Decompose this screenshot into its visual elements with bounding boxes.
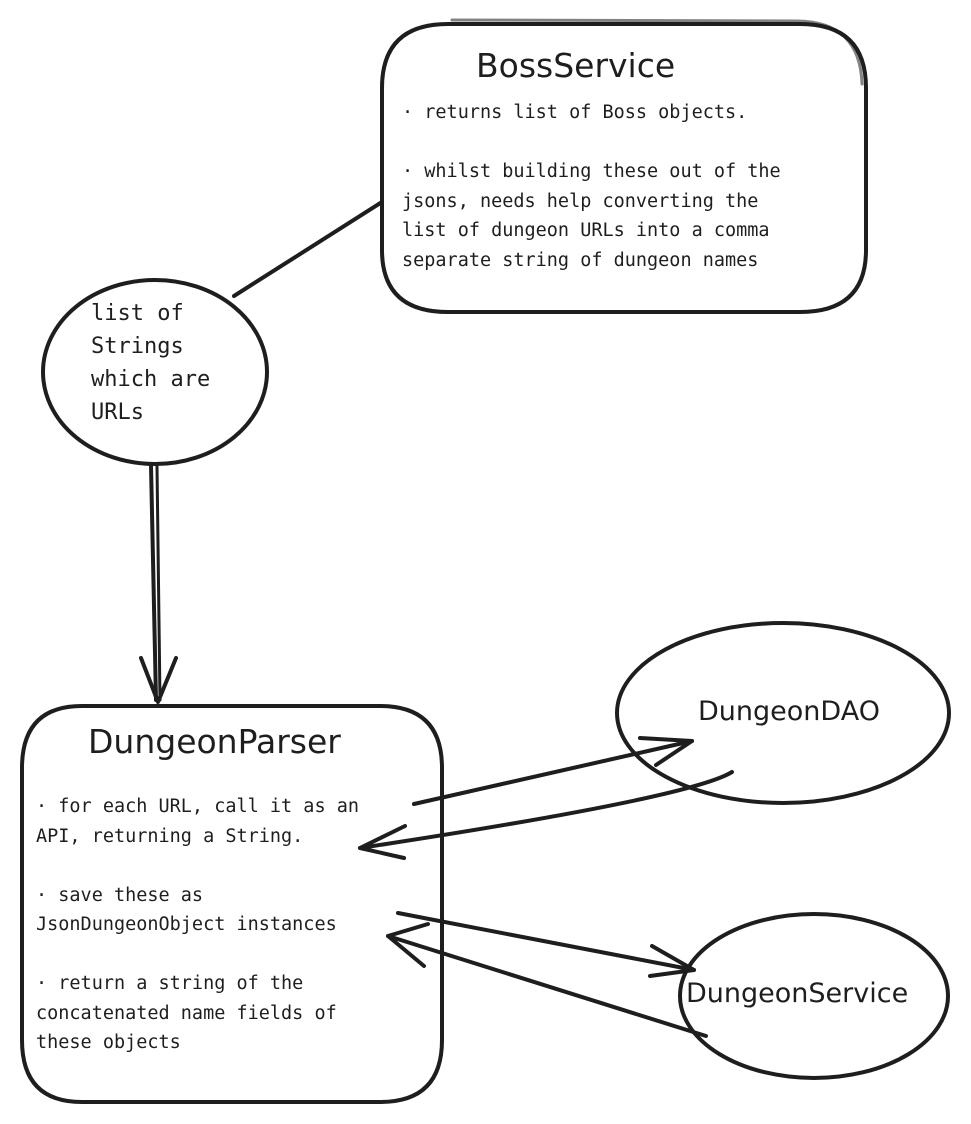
boss-service-line-3: · whilst building these out of the: [402, 161, 781, 182]
url-list-line-2: Strings: [91, 334, 184, 359]
parser-to-service-arrow: [396, 911, 696, 972]
dungeon-parser-line-3: [36, 851, 359, 881]
dungeon-parser-line-1: · for each URL, call it as an: [36, 796, 360, 817]
dungeon-parser-line-4: · save these as: [36, 884, 204, 906]
url-list-circle: [41, 278, 269, 466]
parser-to-dao-arrowhead: [638, 736, 694, 767]
boss-service-line-6: separate string of dungeon names: [402, 249, 759, 271]
dungeon-parser-box: [20, 704, 444, 1104]
service-to-parser-arrow: [386, 934, 708, 1038]
dungeon-parser-line-6: [36, 940, 359, 970]
boss-service-box-sketch-line: [450, 18, 864, 86]
dungeon-dao-label: DungeonDAO: [698, 696, 880, 727]
dao-to-parser-arrow: [358, 770, 734, 850]
boss-to-url-list-connector: [232, 200, 384, 298]
dao-to-parser-arrowhead: [358, 824, 407, 860]
dungeon-parser-title: DungeonParser: [88, 722, 341, 761]
url-list-line-3: which are: [91, 367, 211, 392]
parser-to-dao-arrow: [412, 739, 694, 806]
dungeon-parser-line-5: JsonDungeonObject instances: [36, 914, 337, 935]
parser-to-service-arrowhead: [648, 944, 696, 978]
url-list-label: list of Strings which are URLs: [91, 297, 210, 429]
url-list-line-1: list of: [91, 301, 184, 326]
boss-service-line-1: · returns list of Boss objects.: [402, 102, 748, 123]
dungeon-service-ellipse: [678, 912, 950, 1080]
url-list-to-parser-arrow-double: [155, 464, 162, 702]
dungeon-parser-line-8: concatenated name fields of: [36, 1002, 337, 1024]
dungeon-parser-line-7: · return a string of the: [36, 973, 304, 994]
url-list-to-parser-arrowhead: [139, 656, 178, 704]
boss-service-box: [380, 22, 868, 314]
dungeon-dao-ellipse: [615, 621, 951, 805]
dungeon-parser-line-2: API, returning a String.: [36, 825, 304, 847]
dungeon-parser-line-9: these objects: [36, 1032, 181, 1053]
url-list-line-4: URLs: [91, 400, 144, 425]
dungeon-parser-description: · for each URL, call it as an API, retur…: [36, 792, 359, 1058]
boss-service-line-2: [402, 128, 781, 158]
boss-service-line-4: jsons, needs help converting the: [402, 190, 759, 212]
dungeon-service-label: DungeonService: [686, 978, 909, 1009]
boss-service-description: · returns list of Boss objects. · whilst…: [402, 98, 781, 275]
boss-service-title: BossService: [476, 46, 676, 85]
boss-service-line-5: list of dungeon URLs into a comma: [402, 220, 770, 241]
url-list-to-parser-arrow: [149, 464, 158, 702]
service-to-parser-arrowhead: [386, 922, 430, 968]
